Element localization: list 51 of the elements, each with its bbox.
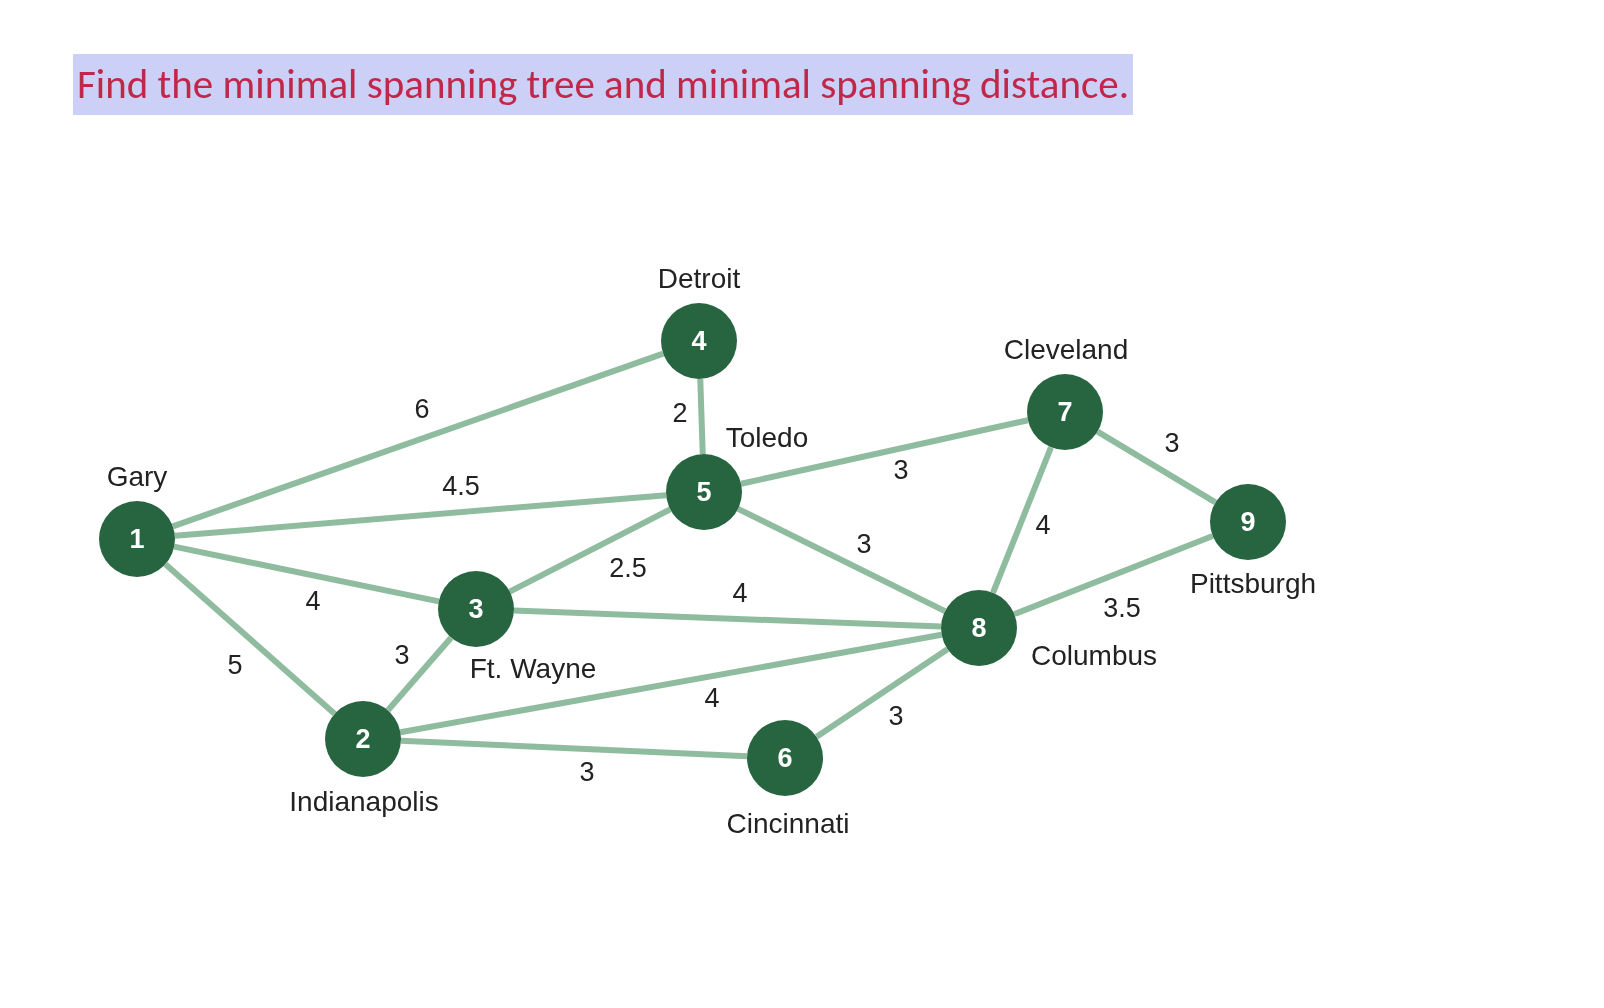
edge-label: 4 xyxy=(1035,508,1051,542)
edge-line xyxy=(173,543,440,605)
edge-line xyxy=(1013,533,1214,617)
city-label: Cincinnati xyxy=(726,807,850,841)
edge-line xyxy=(399,631,943,736)
city-label: Columbus xyxy=(1030,639,1158,673)
city-label: Detroit xyxy=(657,262,741,296)
edge-label: 2 xyxy=(672,396,688,430)
edge-label: 4.5 xyxy=(442,469,480,503)
city-label: Ft. Wayne xyxy=(469,652,597,686)
edge-label: 3.5 xyxy=(1103,591,1141,625)
edge-line xyxy=(1096,429,1217,505)
edge-label: 5 xyxy=(227,648,243,682)
graph-vertex: 4 xyxy=(661,303,737,379)
edge-label: 3 xyxy=(394,638,410,672)
edge-label: 4 xyxy=(305,584,321,618)
edge-label: 3 xyxy=(579,755,595,789)
edge-line xyxy=(697,378,706,455)
edge-line xyxy=(171,350,665,530)
edge-line xyxy=(400,737,748,760)
edge-label: 3 xyxy=(893,453,909,487)
title: Find the minimal spanning tree and minimal spanning distance. xyxy=(73,54,1134,115)
edge-line xyxy=(736,506,947,614)
graph-vertex: 9 xyxy=(1210,484,1286,560)
graph-vertex: 7 xyxy=(1027,374,1103,450)
edge-label: 3 xyxy=(1164,426,1180,460)
city-label: Indianapolis xyxy=(289,785,439,819)
city-label: Toledo xyxy=(725,421,809,455)
city-label: Cleveland xyxy=(1003,333,1129,367)
edge-line xyxy=(814,646,950,740)
graph-vertex: 8 xyxy=(941,590,1017,666)
edge-label: 4 xyxy=(732,576,748,610)
graph-vertex: 2 xyxy=(325,701,401,777)
edge-line xyxy=(508,506,672,595)
graph-vertex: 5 xyxy=(666,454,742,530)
edge-label: 4 xyxy=(704,681,720,715)
city-label: Pittsburgh xyxy=(1189,567,1317,601)
graph-vertex: 6 xyxy=(747,720,823,796)
edge-label: 6 xyxy=(414,392,430,426)
graph-vertex: 3 xyxy=(438,571,514,647)
edge-line xyxy=(990,446,1054,594)
city-label: Gary xyxy=(106,460,168,494)
edge-line xyxy=(740,417,1029,487)
edge-line xyxy=(385,635,454,713)
edge-label: 3 xyxy=(856,527,872,561)
edge-label: 2.5 xyxy=(609,551,647,585)
edge-line xyxy=(174,492,667,539)
edge-label: 3 xyxy=(888,699,904,733)
edge-line xyxy=(163,561,337,717)
graph-vertex: 1 xyxy=(99,501,175,577)
edge-line xyxy=(513,607,942,630)
